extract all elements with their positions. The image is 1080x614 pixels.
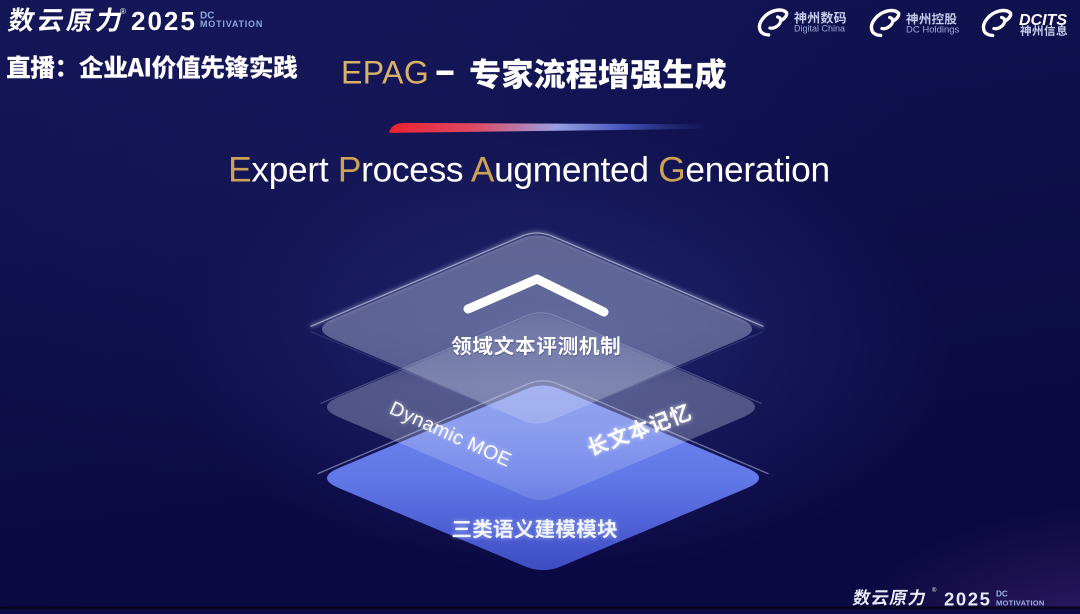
svg-text:EPAG: EPAG: [341, 55, 429, 91]
svg-text:MOTIVATION: MOTIVATION: [200, 19, 263, 29]
svg-text:Digital China: Digital China: [794, 24, 845, 34]
svg-text:®: ®: [932, 587, 937, 594]
svg-text:®: ®: [120, 7, 126, 16]
svg-text:DC: DC: [996, 590, 1008, 599]
svg-text:DC: DC: [200, 11, 214, 22]
svg-text:DCITS: DCITS: [1019, 12, 1067, 29]
svg-text:2025: 2025: [944, 589, 992, 610]
svg-text:Expert Process Augmented Gener: Expert Process Augmented Generation: [228, 151, 830, 190]
svg-text:MOTIVATION: MOTIVATION: [996, 599, 1045, 608]
svg-text:DC Holdings: DC Holdings: [906, 25, 960, 36]
svg-text:2025: 2025: [131, 6, 197, 36]
